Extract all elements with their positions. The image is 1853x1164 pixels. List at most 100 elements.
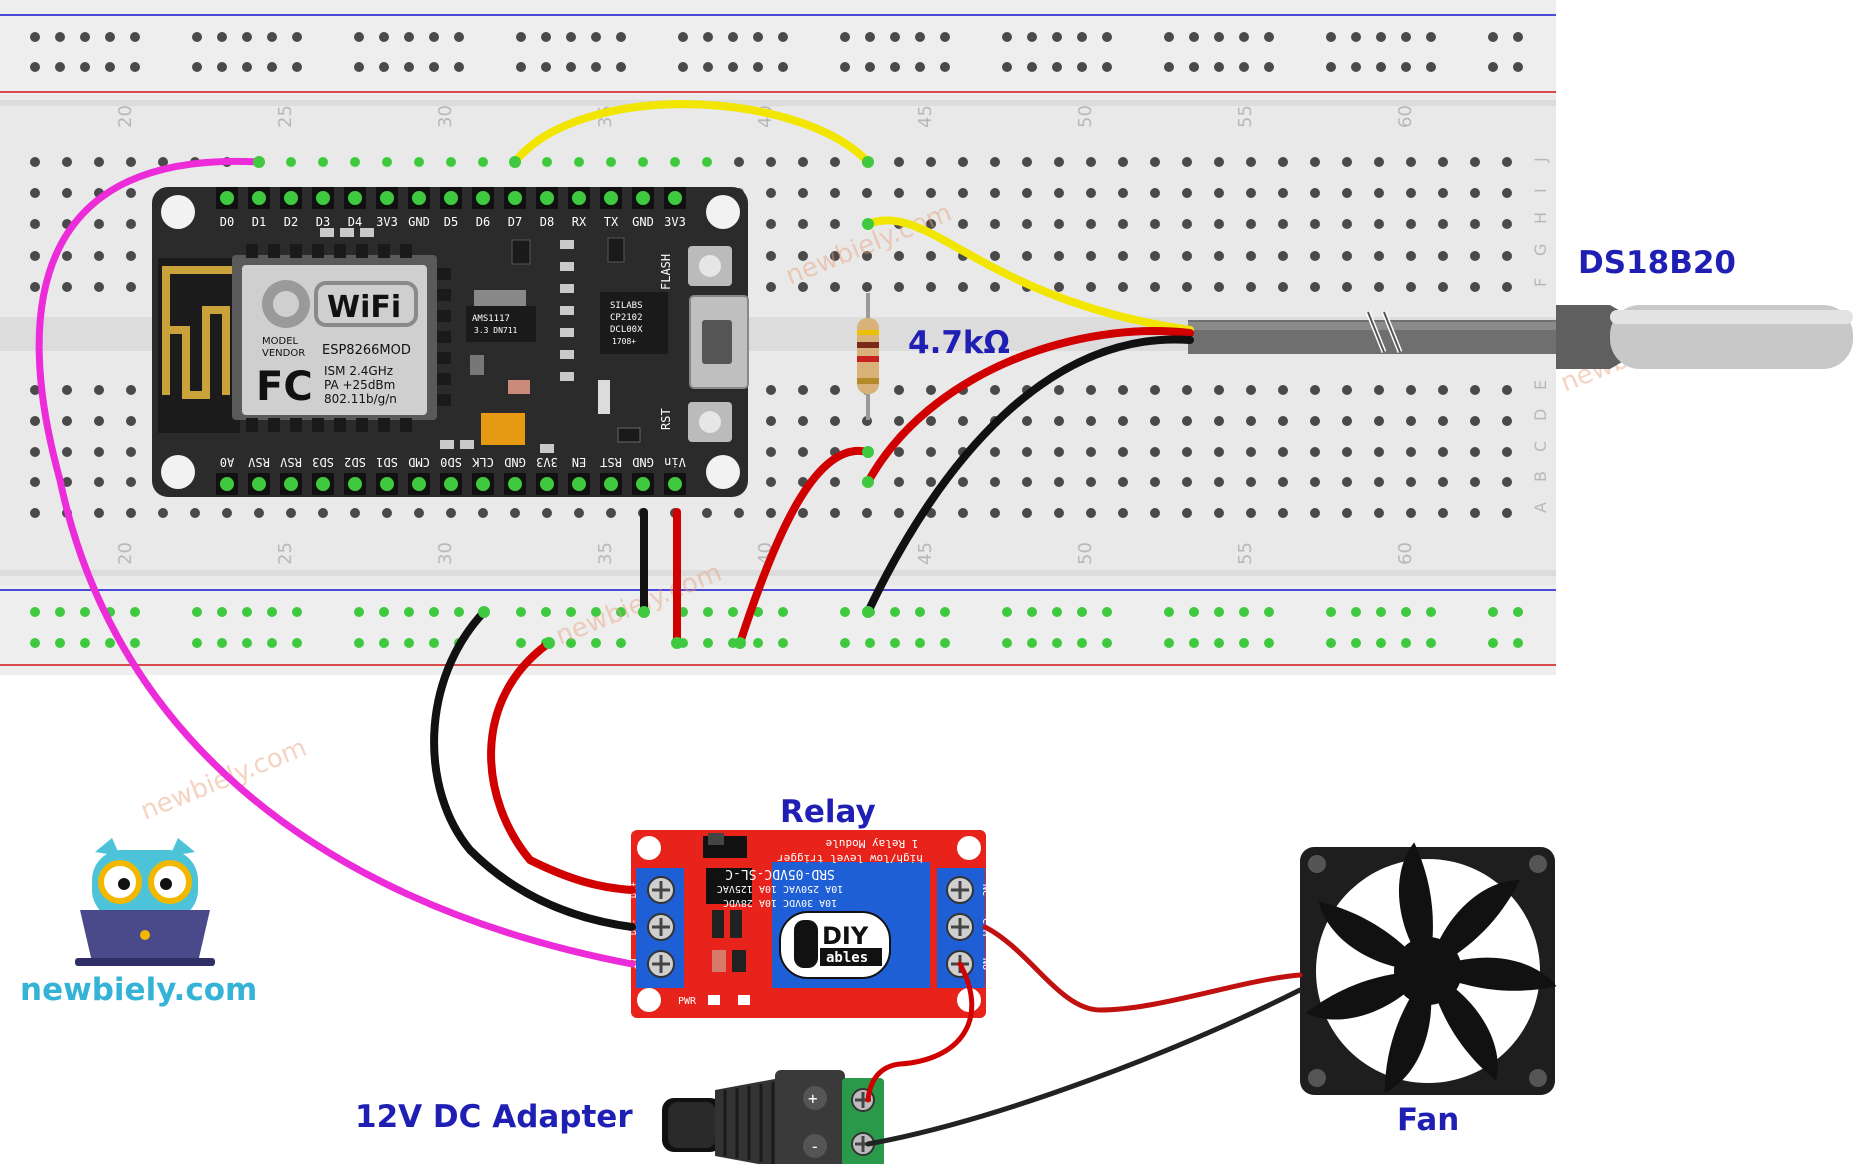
rail-hole bbox=[55, 32, 65, 42]
pin-label: SD3 bbox=[312, 455, 334, 469]
breadboard-hole bbox=[1502, 251, 1512, 261]
breadboard-hole bbox=[894, 282, 904, 292]
breadboard-hole bbox=[1022, 416, 1032, 426]
rail-hole bbox=[865, 62, 875, 72]
rail-hole bbox=[915, 32, 925, 42]
pin-label: GND bbox=[632, 215, 654, 229]
breadboard-hole bbox=[798, 219, 808, 229]
header-pin bbox=[476, 477, 490, 491]
watermark: newbiely.com bbox=[136, 733, 311, 827]
rail-hole bbox=[130, 32, 140, 42]
breadboard-hole bbox=[766, 251, 776, 261]
breadboard-hole bbox=[30, 508, 40, 518]
rail-hole bbox=[404, 638, 414, 648]
rail-hole bbox=[1189, 32, 1199, 42]
rail-hole bbox=[1239, 62, 1249, 72]
rail-hole bbox=[678, 32, 688, 42]
rail-hole bbox=[1027, 607, 1037, 617]
breadboard-hole bbox=[158, 508, 168, 518]
breadboard-hole bbox=[798, 282, 808, 292]
breadboard-hole bbox=[1054, 416, 1064, 426]
breadboard-hole bbox=[1182, 477, 1192, 487]
rail-hole bbox=[865, 638, 875, 648]
relay-rating-1: 10A 250VAC 10A 125VAC bbox=[717, 883, 843, 894]
breadboard-hole bbox=[830, 157, 840, 167]
rail-hole bbox=[292, 32, 302, 42]
rail-hole bbox=[1239, 638, 1249, 648]
module-pad bbox=[437, 310, 451, 322]
vendor-text: VENDOR bbox=[262, 348, 305, 359]
breadboard-hole bbox=[414, 508, 424, 518]
breadboard-hole bbox=[798, 188, 808, 198]
breadboard-hole bbox=[1150, 508, 1160, 518]
row-letter: J bbox=[1531, 157, 1550, 163]
rail-hole bbox=[429, 62, 439, 72]
breadboard-hole bbox=[1214, 477, 1224, 487]
breadboard-hole bbox=[990, 477, 1000, 487]
pin-label: D2 bbox=[284, 215, 298, 229]
rail-hole bbox=[728, 607, 738, 617]
breadboard-hole bbox=[126, 251, 136, 261]
relay-rating-2: 10A 30VDC 10A 28VDC bbox=[723, 897, 837, 908]
rail-hole bbox=[1102, 638, 1112, 648]
breadboard-hole bbox=[1310, 219, 1320, 229]
rail-hole bbox=[541, 62, 551, 72]
breadboard-hole bbox=[1502, 385, 1512, 395]
rail-hole bbox=[516, 32, 526, 42]
breadboard-hole bbox=[1438, 447, 1448, 457]
breadboard-hole bbox=[766, 416, 776, 426]
breadboard-hole bbox=[126, 416, 136, 426]
breadboard-hole bbox=[926, 416, 936, 426]
rail-hole bbox=[778, 607, 788, 617]
breadboard-hole bbox=[766, 188, 776, 198]
breadboard-hole bbox=[1246, 447, 1256, 457]
breadboard-hole bbox=[1214, 385, 1224, 395]
breadboard-hole bbox=[1022, 188, 1032, 198]
rail-hole bbox=[217, 62, 227, 72]
breadboard-hole bbox=[1246, 188, 1256, 198]
breadboard-hole bbox=[1278, 219, 1288, 229]
breadboard-hole bbox=[1118, 157, 1128, 167]
rail-hole bbox=[703, 638, 713, 648]
adapter-plus: + bbox=[808, 1089, 818, 1108]
column-number: 20 bbox=[115, 105, 136, 128]
rail-hole bbox=[242, 607, 252, 617]
breadboard-hole bbox=[1374, 282, 1384, 292]
rail-hole bbox=[80, 638, 90, 648]
breadboard-hole bbox=[1118, 385, 1128, 395]
breadboard-hole bbox=[1278, 157, 1288, 167]
usb-chip-subtext-2: DCL00X bbox=[610, 325, 643, 335]
breadboard-hole bbox=[542, 157, 552, 167]
breadboard-hole bbox=[1150, 447, 1160, 457]
header-pin bbox=[380, 477, 394, 491]
pin-label: D8 bbox=[540, 215, 554, 229]
breadboard-hole bbox=[990, 157, 1000, 167]
breadboard-hole bbox=[1502, 282, 1512, 292]
breadboard-hole bbox=[318, 508, 328, 518]
breadboard-hole bbox=[1470, 508, 1480, 518]
model-text: MODEL bbox=[262, 336, 299, 347]
rail-hole bbox=[915, 638, 925, 648]
pin-label: EN bbox=[572, 455, 586, 469]
rail-hole bbox=[940, 607, 950, 617]
rail-hole bbox=[80, 607, 90, 617]
breadboard-hole bbox=[766, 282, 776, 292]
rail-hole bbox=[30, 32, 40, 42]
breadboard-hole bbox=[126, 282, 136, 292]
breadboard-hole bbox=[1502, 157, 1512, 167]
pin-label: GND bbox=[504, 455, 526, 469]
rail-hole bbox=[80, 32, 90, 42]
rail-hole bbox=[1027, 32, 1037, 42]
breadboard-hole bbox=[894, 385, 904, 395]
breadboard-hole bbox=[1438, 251, 1448, 261]
breadboard-hole bbox=[158, 157, 168, 167]
rail-hole bbox=[1002, 607, 1012, 617]
rail-hole bbox=[1351, 638, 1361, 648]
column-number: 60 bbox=[1395, 542, 1416, 565]
rail-hole bbox=[1164, 607, 1174, 617]
breadboard-hole bbox=[1502, 219, 1512, 229]
breadboard-hole bbox=[94, 508, 104, 518]
rail-hole bbox=[840, 62, 850, 72]
